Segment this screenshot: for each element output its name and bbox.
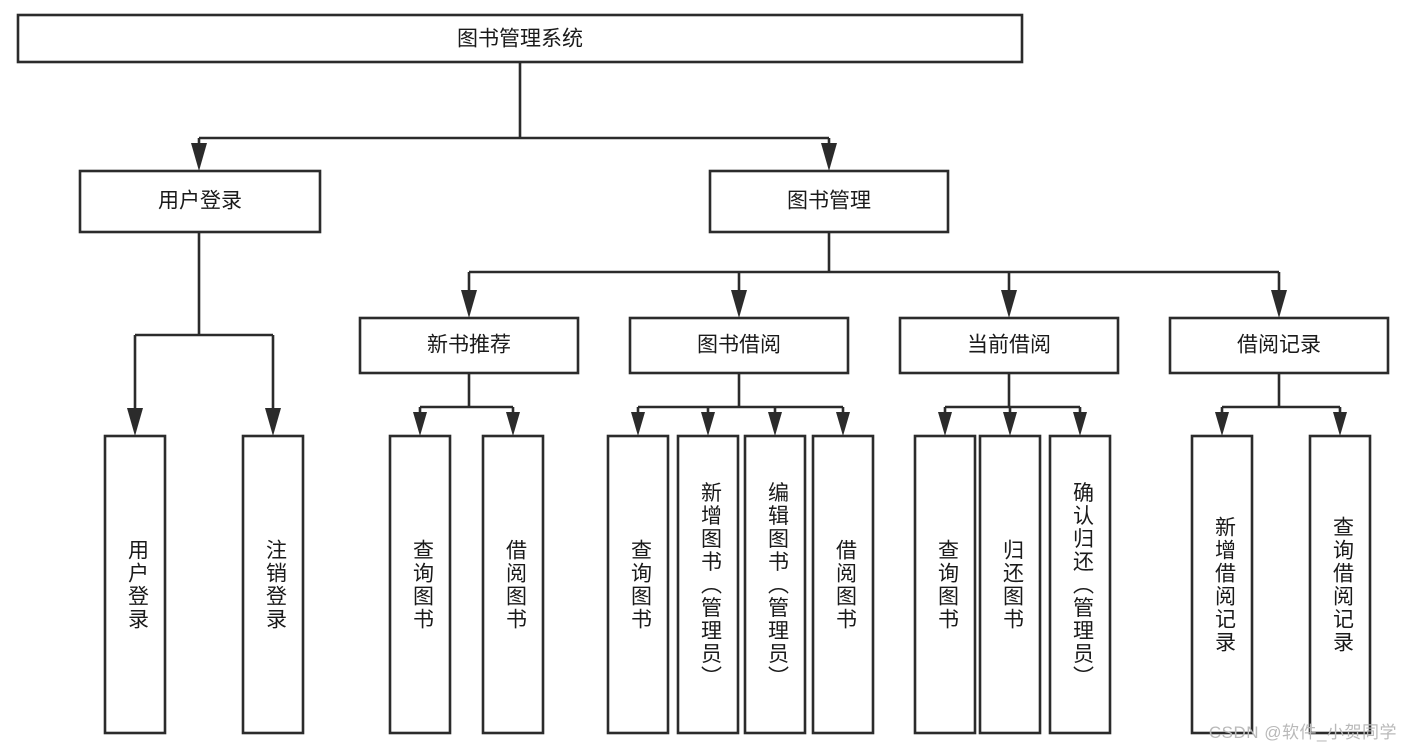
node-leaf-add-book-label: 新增图书（管理员）: [698, 482, 722, 689]
arrow-head-leaf-query-book-1: [413, 412, 427, 436]
arrow-head-leaf-query-book-3: [938, 412, 952, 436]
node-leaf-confirm-return-label: 确认归还（管理员）: [1070, 482, 1094, 689]
node-book-borrow[interactable]: 图书借阅: [628, 316, 850, 375]
arrow-head-book-manage: [821, 143, 837, 171]
edge-group-new-book-recommend-to-leaves: [413, 373, 520, 436]
node-leaf-query-book-3[interactable]: 查询图书: [913, 434, 977, 735]
node-leaf-user-login-box[interactable]: [103, 434, 167, 735]
node-leaf-borrow-book-1-box[interactable]: [481, 434, 545, 735]
node-current-borrow[interactable]: 当前借阅: [898, 316, 1120, 375]
node-leaf-logout-box[interactable]: [241, 434, 305, 735]
node-leaf-query-book-1-box[interactable]: [388, 434, 452, 735]
node-leaf-return-book-box[interactable]: [978, 434, 1042, 735]
node-leaf-edit-book-box[interactable]: [743, 434, 807, 735]
node-user-login[interactable]: 用户登录: [78, 169, 322, 234]
edge-group-current-borrow-to-leaves: [938, 373, 1087, 436]
arrow-head-leaf-logout: [265, 408, 281, 436]
edge-group-book-manage-to-level3: [461, 232, 1287, 318]
arrow-head-leaf-query-record: [1333, 412, 1347, 436]
node-root-box[interactable]: [16, 13, 1024, 64]
node-leaf-edit-book-label: 编辑图书（管理员）: [765, 482, 789, 689]
node-book-manage-box[interactable]: [708, 169, 950, 234]
edge-group-borrow-record-to-leaves: [1215, 373, 1347, 436]
arrow-head-book-borrow: [731, 290, 747, 318]
node-root[interactable]: 图书管理系统: [16, 13, 1024, 64]
node-leaf-borrow-book-2[interactable]: 借阅图书: [811, 434, 875, 735]
arrow-head-leaf-user-login: [127, 408, 143, 436]
node-leaf-confirm-return-box[interactable]: [1048, 434, 1112, 735]
edge-group-book-borrow-to-leaves: [631, 373, 850, 436]
node-leaf-borrow-book-1[interactable]: 借阅图书: [481, 434, 545, 735]
node-leaf-return-book[interactable]: 归还图书: [978, 434, 1042, 735]
node-leaf-return-book-label: 归还图书: [1000, 539, 1024, 631]
arrow-head-new-book-recommend: [461, 290, 477, 318]
node-borrow-record[interactable]: 借阅记录: [1168, 316, 1390, 375]
node-book-borrow-label: 图书借阅: [697, 334, 781, 357]
arrow-head-borrow-record: [1271, 290, 1287, 318]
node-book-borrow-box[interactable]: [628, 316, 850, 375]
node-leaf-borrow-book-2-box[interactable]: [811, 434, 875, 735]
node-leaf-add-book[interactable]: 新增图书（管理员）: [676, 434, 740, 735]
watermark: CSDN @软件_小贺同学: [1208, 723, 1397, 742]
arrow-head-leaf-borrow-book-1: [506, 412, 520, 436]
arrow-head-leaf-add-record: [1215, 412, 1229, 436]
node-book-manage-label: 图书管理: [787, 190, 871, 213]
node-leaf-borrow-book-2-label: 借阅图书: [833, 539, 857, 631]
node-user-login-box[interactable]: [78, 169, 322, 234]
node-user-login-label: 用户登录: [158, 190, 242, 213]
node-leaf-query-record[interactable]: 查询借阅记录: [1308, 434, 1372, 735]
arrow-head-leaf-query-book-2: [631, 412, 645, 436]
node-leaf-user-login[interactable]: 用户登录: [103, 434, 167, 735]
node-leaf-query-book-2[interactable]: 查询图书: [606, 434, 670, 735]
node-leaf-query-book-1-label: 查询图书: [410, 539, 434, 631]
node-leaf-query-book-3-label: 查询图书: [935, 539, 959, 631]
node-current-borrow-box[interactable]: [898, 316, 1120, 375]
node-new-book-recommend-box[interactable]: [358, 316, 580, 375]
node-current-borrow-label: 当前借阅: [967, 334, 1051, 357]
node-leaf-edit-book[interactable]: 编辑图书（管理员）: [743, 434, 807, 735]
arrow-head-leaf-confirm-return: [1073, 412, 1087, 436]
arrow-head-user-login: [191, 143, 207, 171]
node-leaf-query-book-3-box[interactable]: [913, 434, 977, 735]
node-root-label: 图书管理系统: [457, 28, 583, 51]
node-leaf-query-record-box[interactable]: [1308, 434, 1372, 735]
node-leaf-query-record-label: 查询借阅记录: [1330, 516, 1354, 654]
node-leaf-query-book-2-label: 查询图书: [628, 539, 652, 631]
arrow-head-leaf-edit-book: [768, 412, 782, 436]
node-leaf-query-book-2-box[interactable]: [606, 434, 670, 735]
node-new-book-recommend[interactable]: 新书推荐: [358, 316, 580, 375]
node-borrow-record-label: 借阅记录: [1237, 334, 1321, 357]
node-leaf-add-book-box[interactable]: [676, 434, 740, 735]
edge-group-root-to-level2: [191, 62, 837, 171]
node-new-book-recommend-label: 新书推荐: [427, 334, 511, 357]
node-leaf-borrow-book-1-label: 借阅图书: [503, 539, 527, 631]
node-borrow-record-box[interactable]: [1168, 316, 1390, 375]
arrow-head-leaf-borrow-book-2: [836, 412, 850, 436]
node-leaf-logout-label: 注销登录: [263, 539, 287, 631]
arrow-head-leaf-return-book: [1003, 412, 1017, 436]
node-leaf-confirm-return[interactable]: 确认归还（管理员）: [1048, 434, 1112, 735]
node-leaf-add-record-box[interactable]: [1190, 434, 1254, 735]
node-leaf-logout[interactable]: 注销登录: [241, 434, 305, 735]
node-leaf-user-login-label: 用户登录: [125, 539, 149, 631]
node-book-manage[interactable]: 图书管理: [708, 169, 950, 234]
node-leaf-add-record[interactable]: 新增借阅记录: [1190, 434, 1254, 735]
edge-group-user-login-to-leaves: [127, 232, 281, 436]
arrow-head-current-borrow: [1001, 290, 1017, 318]
node-leaf-add-record-label: 新增借阅记录: [1212, 516, 1236, 654]
arrow-head-leaf-add-book: [701, 412, 715, 436]
node-leaf-query-book-1[interactable]: 查询图书: [388, 434, 452, 735]
